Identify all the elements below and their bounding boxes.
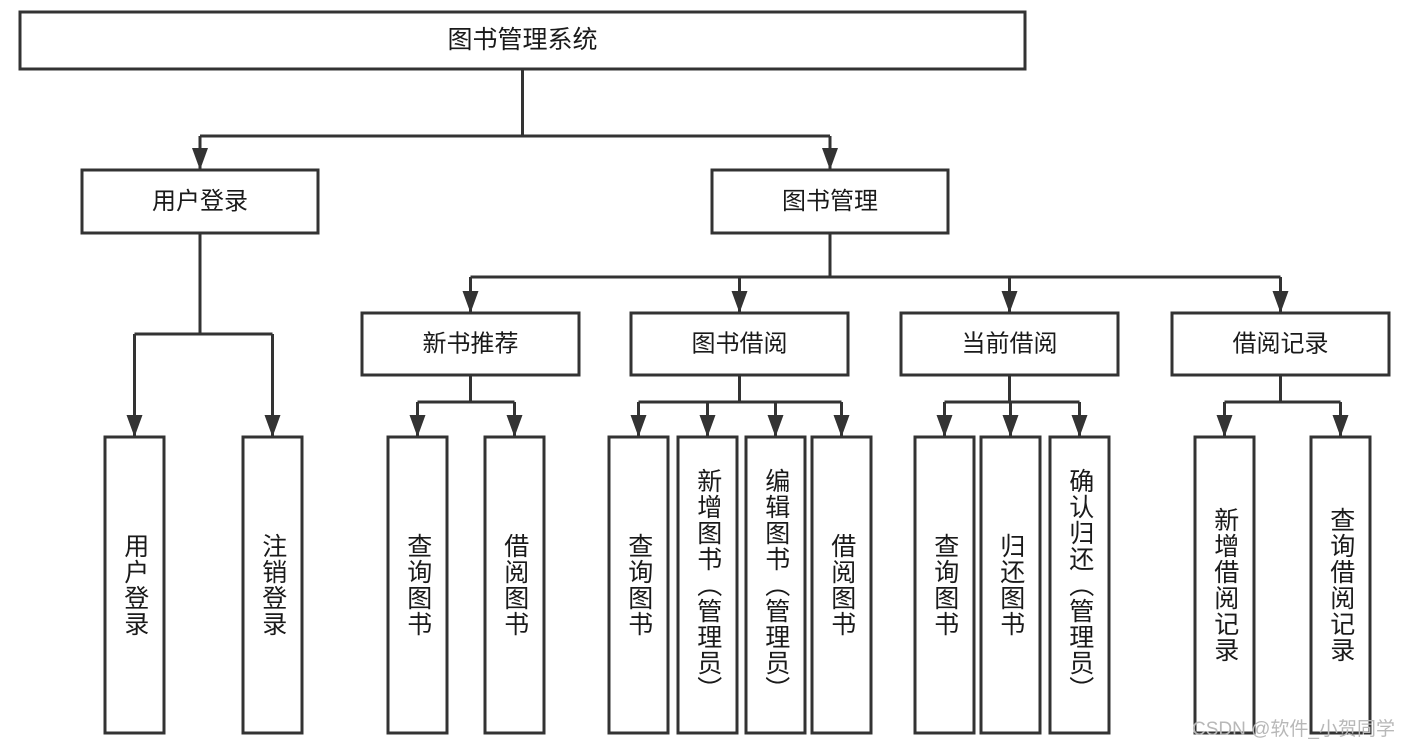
node-box-leaf-query-record[interactable]	[1309, 435, 1372, 735]
node-box-root[interactable]	[18, 10, 1027, 71]
arrow-head-icon	[699, 415, 716, 437]
arrow-head-icon	[822, 148, 838, 170]
node-box-leaf-borrow-book-1[interactable]	[483, 435, 546, 735]
arrow-head-icon	[833, 415, 850, 437]
node-box-borrow-record[interactable]	[1170, 311, 1391, 377]
node-box-current-borrow[interactable]	[899, 311, 1120, 377]
watermark-text: CSDN @软件_小贺同学	[1192, 719, 1395, 740]
arrow-head-icon	[1002, 415, 1019, 437]
node-label-new-book-rec: 新书推荐	[423, 330, 519, 357]
arrow-head-icon	[462, 291, 479, 313]
arrow-head-icon	[409, 415, 426, 437]
edges-layer	[126, 69, 1349, 437]
node-box-leaf-query-book-1[interactable]	[386, 435, 449, 735]
arrow-head-icon	[630, 415, 647, 437]
node-box-book-borrow[interactable]	[629, 311, 850, 377]
node-box-leaf-query-book-3[interactable]	[913, 435, 976, 735]
arrow-head-icon	[1001, 291, 1018, 313]
node-box-user-login[interactable]	[80, 168, 320, 235]
node-box-leaf-user-login[interactable]	[103, 435, 166, 735]
node-box-book-manage[interactable]	[710, 168, 950, 235]
arrow-head-icon	[506, 415, 523, 437]
arrow-head-icon	[1272, 291, 1289, 313]
node-box-leaf-add-book[interactable]	[676, 435, 739, 735]
node-label-root: 图书管理系统	[447, 26, 597, 54]
arrow-head-icon	[767, 415, 784, 437]
arrow-head-icon	[192, 148, 208, 170]
arrow-head-icon	[936, 415, 953, 437]
arrow-head-icon	[731, 291, 748, 313]
arrow-head-icon	[126, 415, 143, 437]
node-box-leaf-edit-book[interactable]	[744, 435, 807, 735]
node-box-leaf-add-record[interactable]	[1193, 435, 1256, 735]
node-label-current-borrow: 当前借阅	[962, 330, 1058, 357]
node-box-leaf-return-book[interactable]	[979, 435, 1042, 735]
node-label-user-login: 用户登录	[152, 188, 248, 215]
arrow-head-icon	[264, 415, 281, 437]
node-label-borrow-record: 借阅记录	[1233, 330, 1329, 357]
arrow-head-icon	[1071, 415, 1088, 437]
node-box-leaf-query-book-2[interactable]	[607, 435, 670, 735]
node-label-book-manage: 图书管理	[782, 188, 878, 215]
node-box-leaf-logout[interactable]	[241, 435, 304, 735]
node-label-book-borrow: 图书借阅	[692, 330, 788, 357]
node-box-leaf-confirm-return[interactable]	[1048, 435, 1111, 735]
node-box-new-book-rec[interactable]	[360, 311, 581, 377]
arrow-head-icon	[1332, 415, 1349, 437]
arrow-head-icon	[1216, 415, 1233, 437]
node-box-leaf-borrow-book-2[interactable]	[810, 435, 873, 735]
